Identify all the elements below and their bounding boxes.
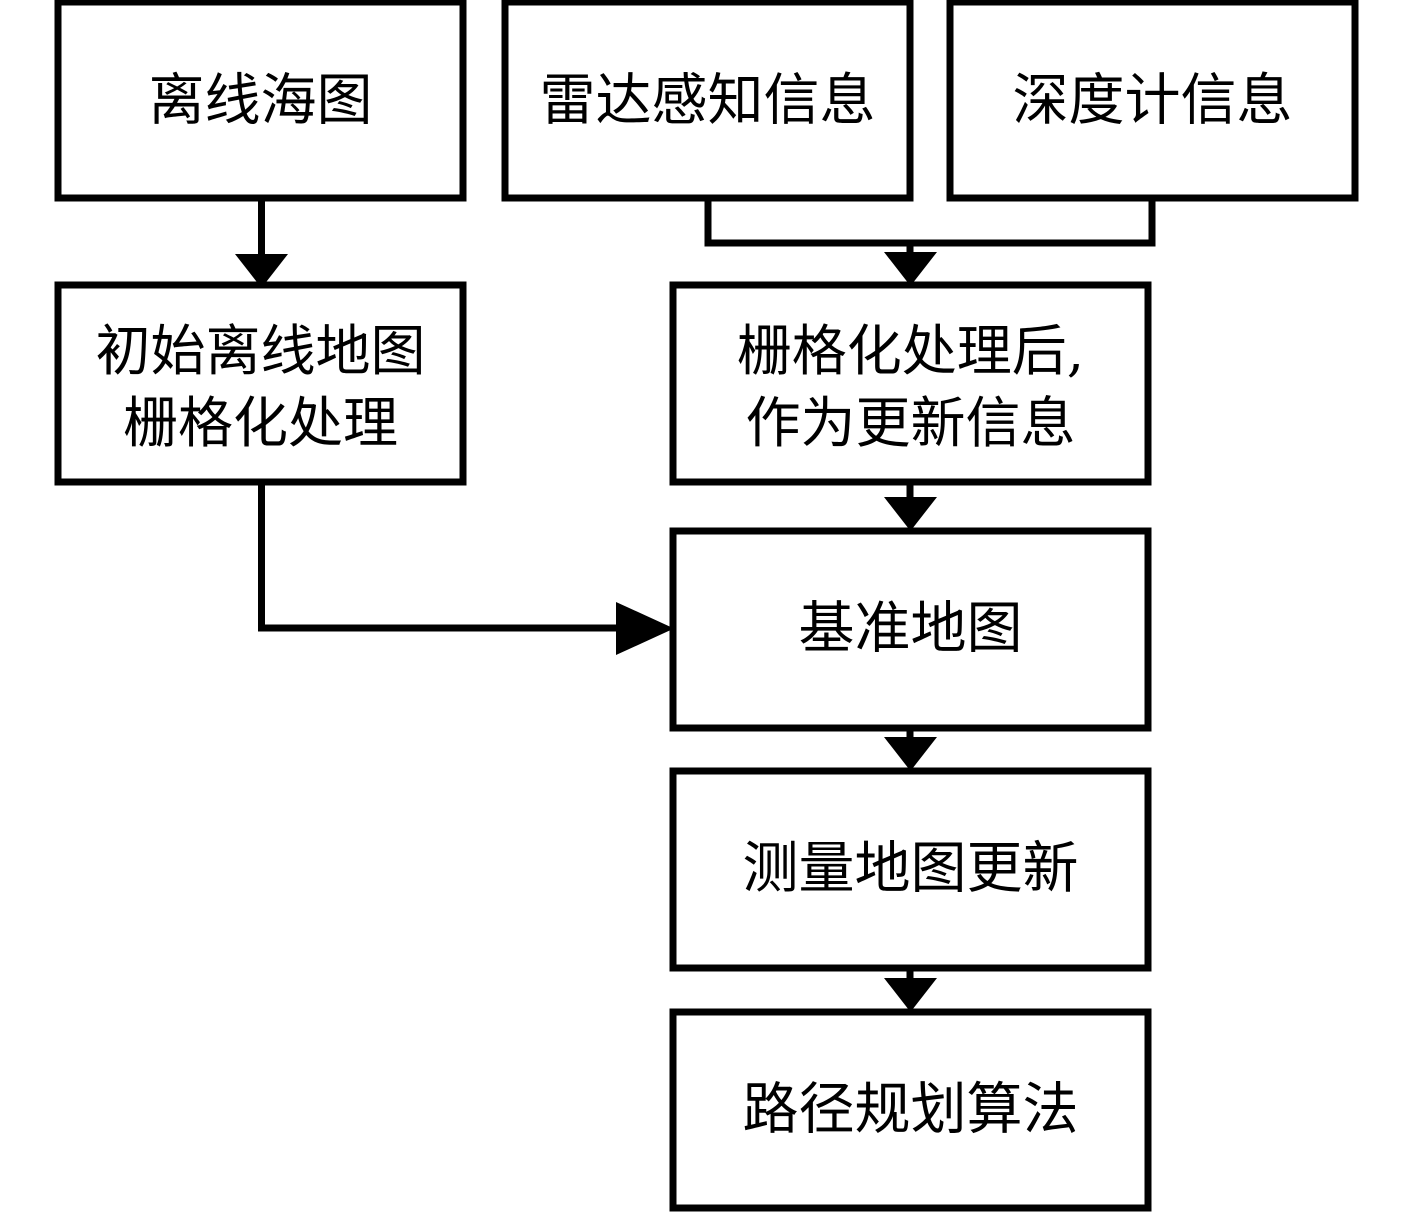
edge-reference-map-to-measurement-update bbox=[884, 728, 937, 771]
node-box[interactable] bbox=[669, 281, 1152, 486]
edge-rasterization-to-reference-map bbox=[258, 482, 674, 655]
node-initial-offline-map-rasterization[interactable]: 初始离线地图 栅格化处理 bbox=[54, 281, 467, 486]
node-label-radar-perception-info: 雷达感知信息 bbox=[540, 69, 876, 134]
arrowhead-down-icon bbox=[884, 497, 937, 531]
node-box[interactable] bbox=[54, 281, 467, 486]
node-box[interactable] bbox=[669, 527, 1152, 732]
node-box[interactable] bbox=[946, 0, 1359, 202]
node-path-planning-algorithm[interactable]: 路径规划算法 bbox=[669, 1008, 1152, 1212]
edge-merge-line bbox=[704, 198, 1156, 247]
node-label-offline-chart: 离线海图 bbox=[149, 69, 373, 134]
node-depth-gauge-info[interactable]: 深度计信息 bbox=[946, 0, 1359, 202]
node-measurement-map-update[interactable]: 测量地图更新 bbox=[669, 767, 1152, 972]
node-offline-chart[interactable]: 离线海图 bbox=[54, 0, 467, 202]
node-label-initial-offline-map-rasterization-line2: 栅格化处理 bbox=[123, 391, 398, 455]
node-radar-perception-info[interactable]: 雷达感知信息 bbox=[501, 0, 914, 202]
arrowhead-down-icon bbox=[884, 978, 937, 1012]
node-label-reference-map: 基准地图 bbox=[799, 597, 1023, 662]
edge-elbow-line bbox=[258, 482, 620, 632]
arrowhead-down-icon bbox=[884, 737, 937, 771]
node-box[interactable] bbox=[54, 0, 467, 202]
node-box[interactable] bbox=[669, 767, 1152, 972]
node-label-measurement-map-update: 测量地图更新 bbox=[743, 837, 1079, 902]
node-box[interactable] bbox=[669, 1008, 1152, 1212]
edge-measurement-update-to-path-planning bbox=[884, 968, 937, 1012]
edge-radar-depth-merge-to-update-info bbox=[704, 198, 1156, 286]
node-box[interactable] bbox=[501, 0, 914, 202]
arrowhead-down-icon bbox=[235, 254, 288, 288]
edge-offline-chart-to-rasterization bbox=[235, 198, 288, 288]
node-label-rasterized-as-update-info-line1: 栅格化处理后, bbox=[737, 319, 1084, 383]
arrowhead-right-icon bbox=[616, 602, 674, 655]
node-label-initial-offline-map-rasterization-line1: 初始离线地图 bbox=[95, 319, 425, 383]
edge-update-info-to-reference-map bbox=[884, 482, 937, 531]
node-label-depth-gauge-info: 深度计信息 bbox=[1013, 69, 1293, 134]
node-reference-map[interactable]: 基准地图 bbox=[669, 527, 1152, 732]
node-label-path-planning-algorithm: 路径规划算法 bbox=[743, 1078, 1079, 1143]
node-rasterized-as-update-info[interactable]: 栅格化处理后, 作为更新信息 bbox=[669, 281, 1152, 486]
arrowhead-down-icon bbox=[884, 252, 937, 286]
node-label-rasterized-as-update-info-line2: 作为更新信息 bbox=[745, 391, 1075, 455]
